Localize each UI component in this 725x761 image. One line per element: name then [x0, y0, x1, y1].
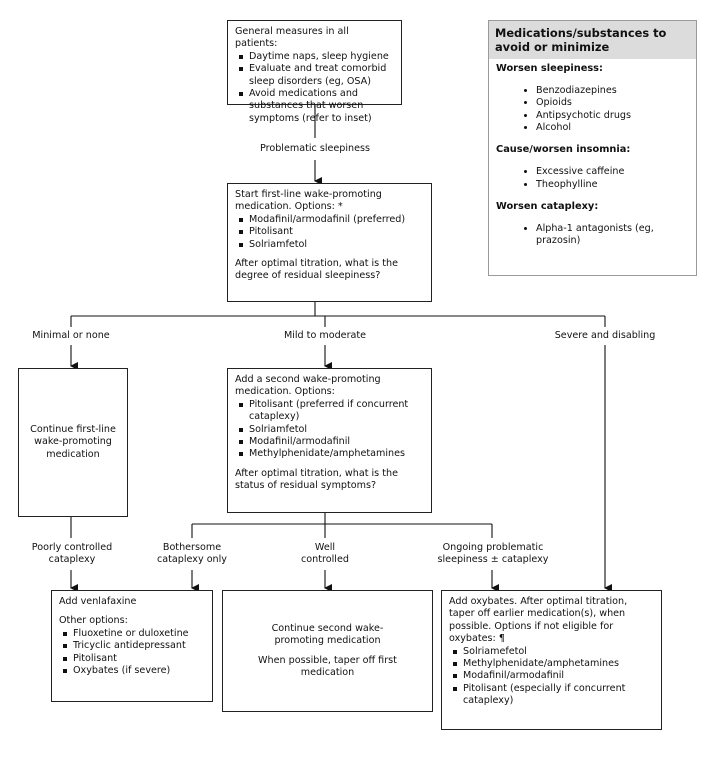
list-item: Methylphenidate/amphetamines	[449, 658, 654, 670]
continue-first-line-box: Continue first-line wake-promoting medic…	[18, 368, 128, 517]
list-item: Antipsychotic drugs	[536, 110, 689, 122]
avoid-medications-inset: Medications/substances to avoid or minim…	[488, 20, 697, 276]
continue-second-line2: When possible, taper off first medicatio…	[258, 654, 397, 678]
list-item: Fluoxetine or duloxetine	[59, 628, 205, 640]
first-line-title: Start first-line wake-promoting medicati…	[235, 189, 382, 213]
problematic-sleepiness-label: Problematic sleepiness	[259, 143, 371, 154]
list-item: Modafinil/armodafinil	[235, 436, 424, 448]
first-line-medication-box: Start first-line wake-promoting medicati…	[227, 183, 432, 302]
list-item: Pitolisant	[235, 226, 424, 238]
list-item: Pitolisant (preferred if concurrent cata…	[235, 399, 424, 424]
list-item: Excessive caffeine	[536, 166, 689, 178]
list-item: Modafinil/armodafinil (preferred)	[235, 214, 424, 226]
outcome-label-well-controlled: Well controlled	[301, 542, 349, 566]
list-item: Pitolisant (especially if concurrent cat…	[449, 683, 654, 708]
list-item: Solriamfetol	[235, 424, 424, 436]
outcome-label-poorly-controlled: Poorly controlled cataplexy	[31, 542, 113, 566]
inset-section-insomnia: Cause/worsen insomnia: Excessive caffein…	[496, 144, 689, 191]
list-item: Solriamefetol	[449, 646, 654, 658]
inset-section-heading: Cause/worsen insomnia:	[496, 144, 631, 156]
list-item: Evaluate and treat comorbid sleep disord…	[235, 63, 394, 88]
second-medication-list: Pitolisant (preferred if concurrent cata…	[235, 399, 424, 461]
list-item: Modafinil/armodafinil	[449, 670, 654, 682]
second-medication-title: Add a second wake-promoting medication. …	[235, 374, 381, 398]
list-item: Theophylline	[536, 179, 689, 191]
general-measures-list: Daytime naps, sleep hygiene Evaluate and…	[235, 51, 394, 125]
venlafaxine-list: Fluoxetine or duloxetine Tricyclic antid…	[59, 628, 205, 678]
general-measures-box: General measures in all patients: Daytim…	[227, 20, 402, 124]
list-item: Solriamfetol	[235, 239, 424, 251]
list-item: Tricyclic antidepressant	[59, 640, 205, 652]
inset-section-heading: Worsen cataplexy:	[496, 200, 599, 212]
first-line-question: After optimal titration, what is the deg…	[235, 258, 398, 282]
list-item: Alcohol	[536, 122, 689, 134]
inset-title: Medications/substances to avoid or minim…	[489, 21, 696, 59]
list-item: Avoid medications and substances that wo…	[235, 88, 394, 125]
continue-second-box: Continue second wake-promoting medicatio…	[222, 590, 433, 712]
list-item: Oxybates (if severe)	[59, 665, 205, 677]
second-medication-question: After optimal titration, what is the sta…	[235, 467, 398, 492]
list-item: Alpha-1 antagonists (eg, prazosin)	[536, 223, 689, 248]
outcome-label-bothersome: Bothersome cataplexy only	[157, 542, 227, 566]
list-item: Opioids	[536, 97, 689, 109]
inset-section-cataplexy: Worsen cataplexy: Alpha-1 antagonists (e…	[496, 201, 689, 248]
list-item: Daytime naps, sleep hygiene	[235, 51, 394, 63]
oxybates-box: Add oxybates. After optimal titration, t…	[441, 590, 662, 730]
list-item: Methylphenidate/amphetamines	[235, 448, 424, 460]
oxybates-title: Add oxybates. After optimal titration, t…	[449, 596, 628, 645]
outcome-label-ongoing: Ongoing problematic sleepiness ± cataple…	[437, 542, 549, 566]
inset-section-sleepiness: Worsen sleepiness: Benzodiazepines Opioi…	[496, 63, 689, 135]
inset-section-heading: Worsen sleepiness:	[496, 63, 603, 74]
branch-label-mild: Mild to moderate	[283, 330, 367, 341]
first-line-list: Modafinil/armodafinil (preferred) Pitoli…	[235, 214, 424, 251]
oxybates-list: Solriamefetol Methylphenidate/amphetamin…	[449, 646, 654, 708]
continue-second-line1: Continue second wake-promoting medicatio…	[271, 622, 384, 647]
venlafaxine-subtitle: Other options:	[59, 615, 128, 627]
list-item: Benzodiazepines	[536, 85, 689, 97]
branch-label-minimal: Minimal or none	[32, 330, 110, 341]
branch-label-severe: Severe and disabling	[554, 330, 656, 341]
continue-first-line-text: Continue first-line wake-promoting medic…	[30, 423, 116, 460]
general-measures-title: General measures in all patients:	[235, 26, 349, 50]
venlafaxine-box: Add venlafaxine Other options: Fluoxetin…	[51, 590, 213, 702]
second-medication-box: Add a second wake-promoting medication. …	[227, 368, 432, 513]
list-item: Pitolisant	[59, 653, 205, 665]
venlafaxine-title: Add venlafaxine	[59, 596, 137, 607]
